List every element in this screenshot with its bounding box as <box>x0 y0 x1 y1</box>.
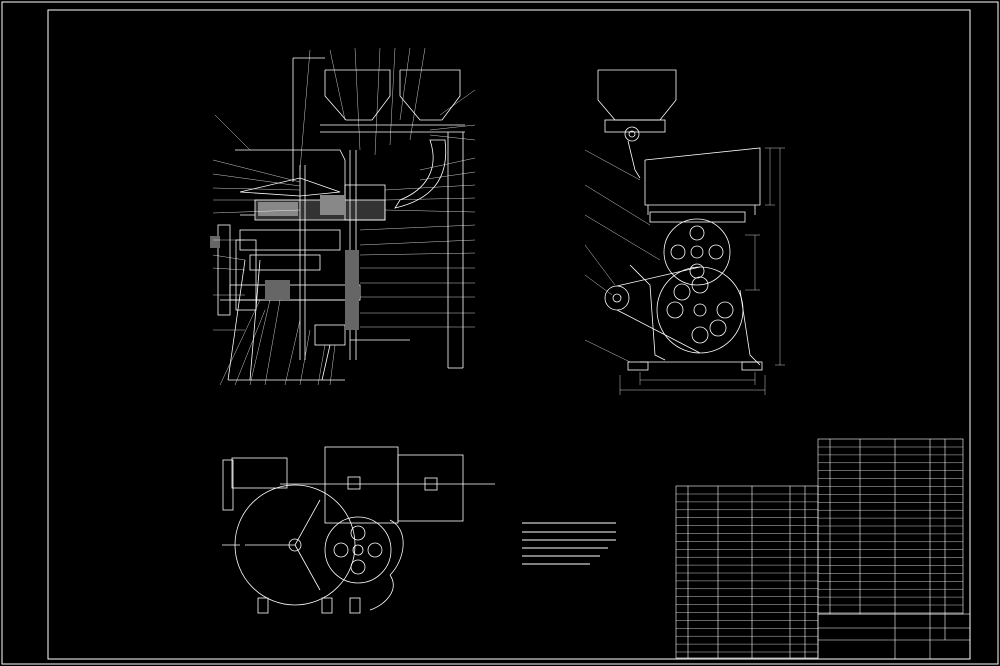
leaders-right <box>299 47 476 328</box>
side-view <box>597 69 763 371</box>
leaders-left <box>212 114 336 386</box>
title-block <box>675 438 971 660</box>
plan-view <box>222 446 495 614</box>
notes-line-graphics <box>522 522 616 565</box>
technical-notes <box>522 522 616 565</box>
title-block-rows <box>676 446 963 653</box>
front-section-view <box>210 57 465 381</box>
inner-frame <box>47 9 971 660</box>
side-view-dimensions <box>584 147 785 395</box>
